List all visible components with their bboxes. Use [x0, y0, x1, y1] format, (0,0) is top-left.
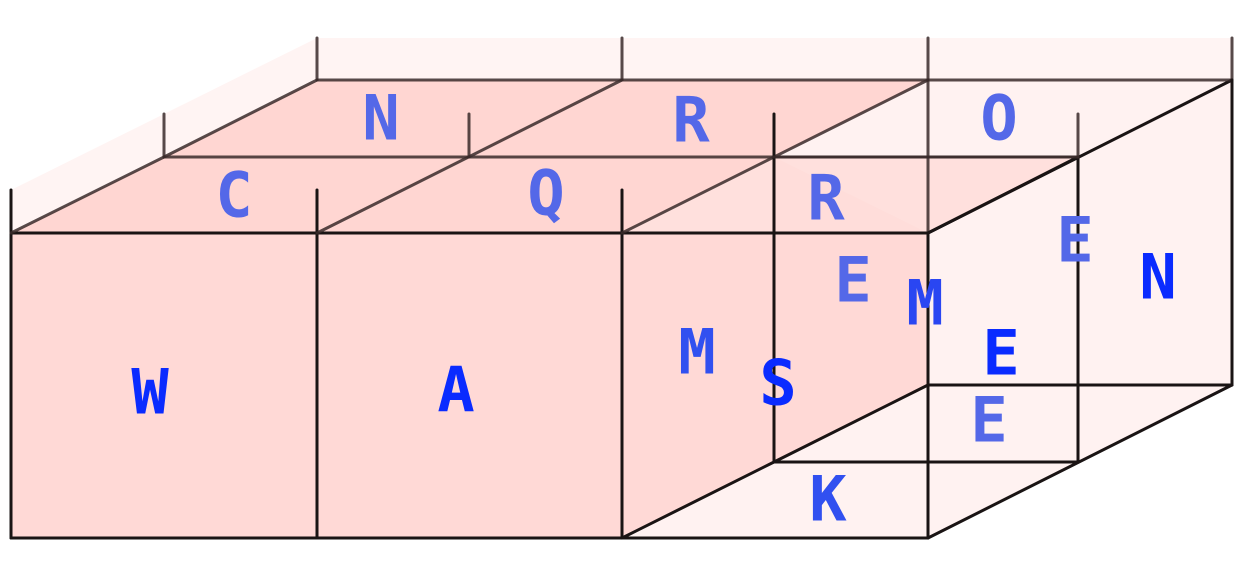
- letter-top-front-middle: Q: [527, 157, 564, 230]
- letter-top-front-right: R: [807, 162, 845, 235]
- edge: [9, 155, 166, 235]
- letter-right-side-lower: N: [1139, 241, 1176, 314]
- letter-top-back-right: O: [980, 82, 1017, 155]
- letter-top-back-middle: R: [672, 84, 710, 157]
- letter-top-front-left: C: [215, 159, 252, 232]
- letter-hidden-s: S: [759, 347, 796, 420]
- letter-bottom-front: K: [809, 463, 847, 536]
- edge: [772, 383, 930, 464]
- letter-front-left: W: [131, 356, 169, 429]
- letter-top-back-left: N: [362, 82, 399, 155]
- top-face-left-back: [164, 80, 622, 157]
- edge: [162, 78, 319, 159]
- letter-inner-face: E: [834, 244, 871, 317]
- front-face-left: [11, 233, 317, 538]
- edge: [620, 460, 776, 540]
- edge: [926, 155, 1080, 235]
- letter-front-right: M: [678, 316, 715, 389]
- letter-right-inner-front: E: [982, 317, 1019, 390]
- letter-bottom-inner: E: [970, 384, 1007, 457]
- letter-inner-side: M: [906, 267, 943, 340]
- letter-right-side-upper: E: [1056, 204, 1093, 277]
- letter-front-middle: A: [437, 354, 474, 427]
- front-face-middle: [317, 233, 622, 538]
- right-outer-side-face: [928, 80, 1232, 538]
- right-back-top-face: [774, 80, 1232, 157]
- edge: [926, 383, 1234, 540]
